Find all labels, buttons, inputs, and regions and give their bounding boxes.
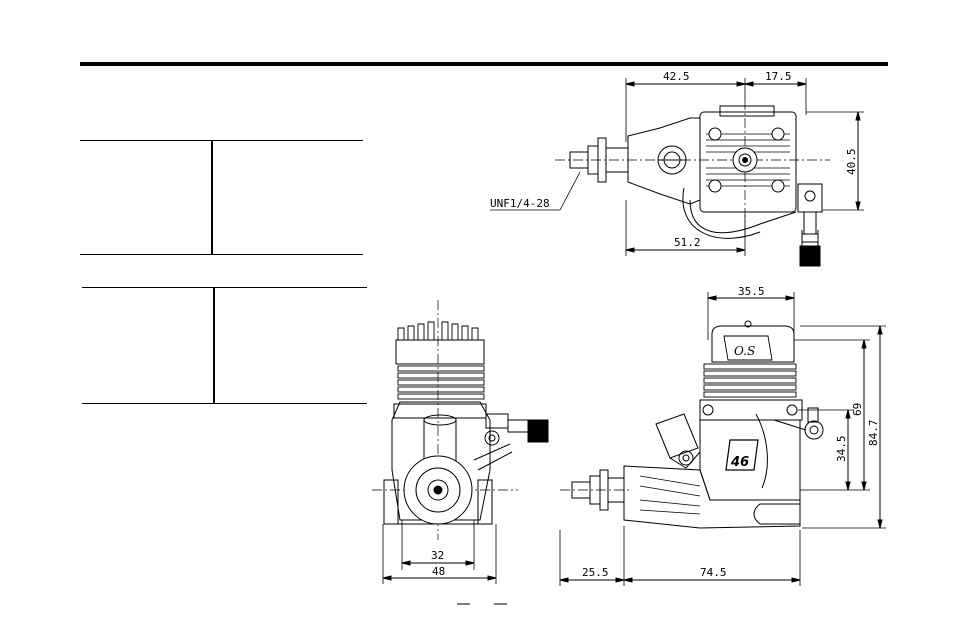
dim-profile-right: 74.5: [700, 566, 727, 579]
dim-side-top-b: 17.5: [765, 70, 792, 83]
side-view-drawing: [490, 78, 864, 267]
dim-front-outer: 48: [432, 565, 445, 578]
dim-side-height: 40.5: [845, 149, 858, 176]
front-view-drawing: [372, 300, 549, 584]
thread-label: UNF1/4-28: [490, 197, 550, 210]
dim-front-inner: 32: [431, 549, 444, 562]
dim-profile-mid: 69: [851, 403, 864, 416]
dim-profile-left: 25.5: [582, 566, 609, 579]
spec-table-bottom: [82, 287, 367, 404]
brand-logo: O.S: [734, 344, 755, 358]
dim-profile-lower: 34.5: [835, 436, 848, 463]
table-column-divider: [211, 141, 213, 254]
dim-side-bottom: 51.2: [674, 236, 701, 249]
profile-view-drawing: [559, 292, 886, 586]
dim-side-top-a: 42.5: [663, 70, 690, 83]
model-badge: 46: [730, 455, 749, 470]
dim-profile-top: 35.5: [738, 285, 765, 298]
header-rule: [80, 62, 888, 66]
table-column-divider: [213, 288, 215, 403]
spec-table-top: [80, 140, 363, 255]
dim-profile-total: 84.7: [867, 420, 880, 447]
